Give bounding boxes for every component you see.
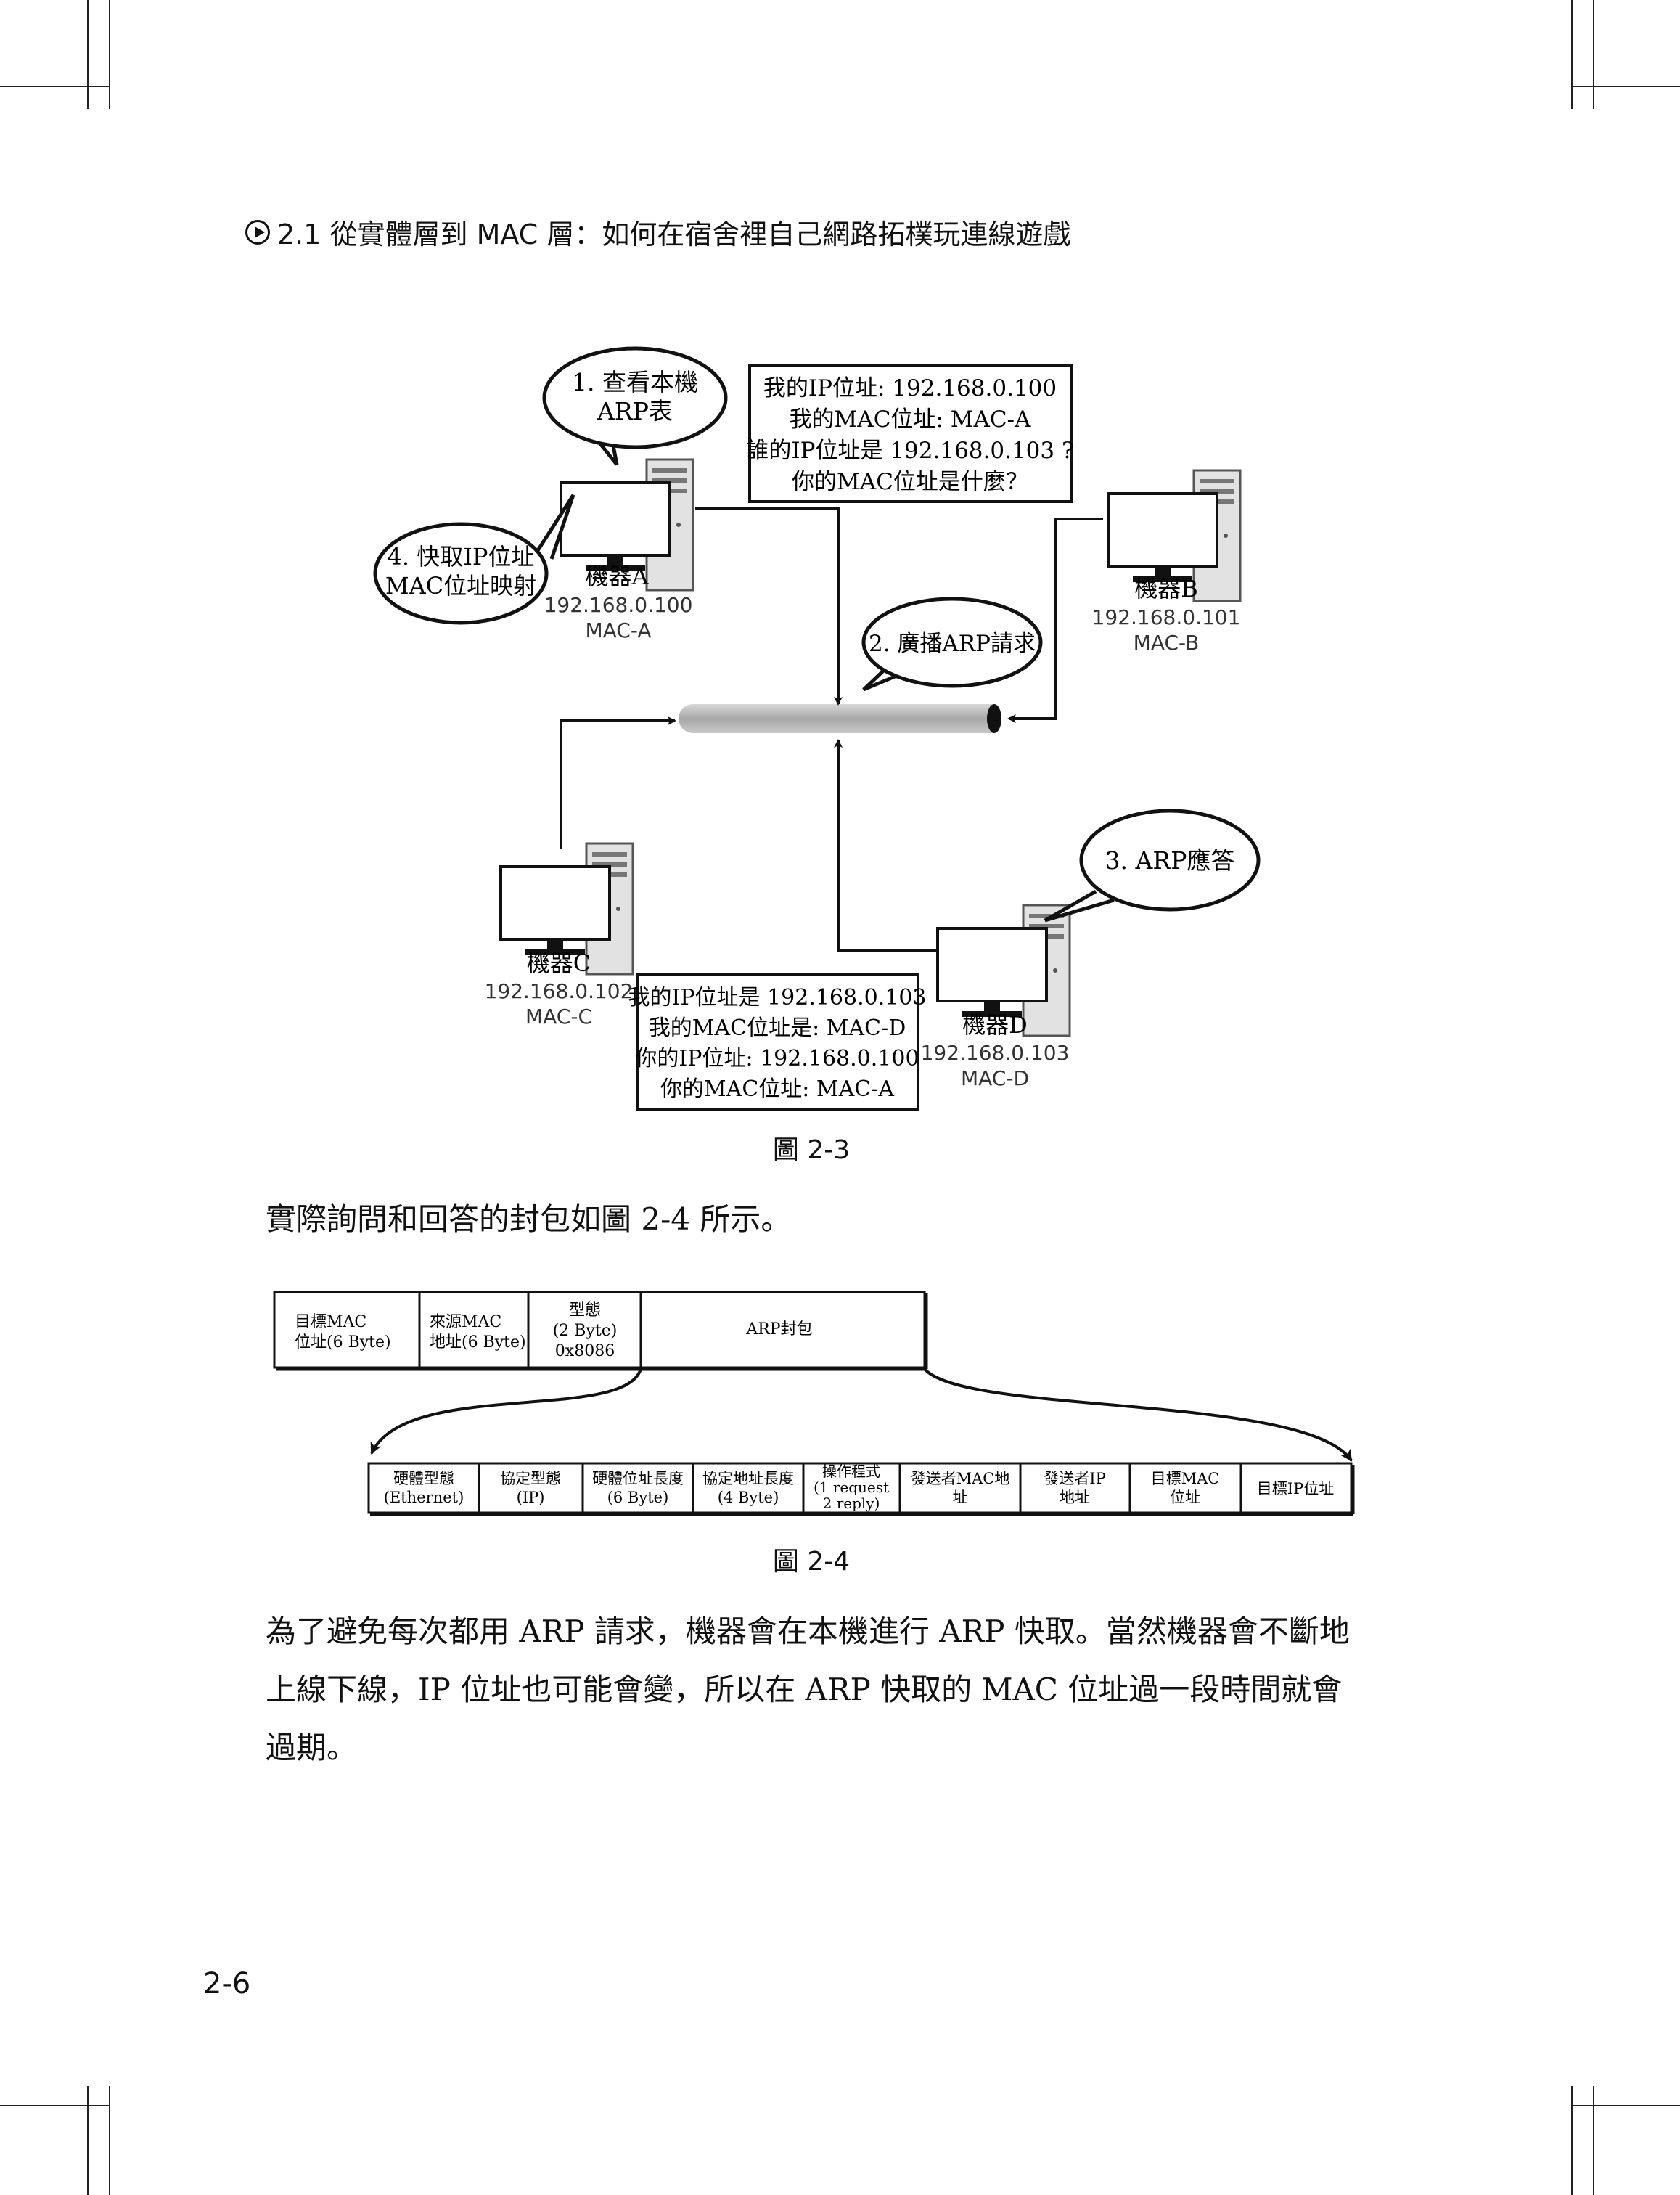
line-a-to-cable: [695, 507, 843, 706]
request-line4: 你的MAC位址是什麼？: [792, 469, 1028, 495]
expand-curve-right: [923, 1368, 1353, 1462]
crop-mark: [109, 0, 110, 109]
arp-field-2-line1: 協定型態: [500, 1470, 561, 1487]
crop-mark: [1571, 2086, 1573, 2195]
arp-field-5-line2: (1 request: [814, 1479, 889, 1496]
frame-field-1-line2: 位址(6 Byte): [295, 1333, 391, 1352]
arp-field-5-line1: 操作程式: [822, 1463, 880, 1480]
bubble1: [542, 346, 728, 449]
crop-mark: [1571, 0, 1573, 109]
bubble3-text: 3. ARP應答: [1105, 846, 1235, 875]
reply-line1: 我的IP位址是 192.168.0.103: [628, 985, 926, 1010]
frame-field-1-line1: 目標MAC: [295, 1313, 366, 1331]
bubble1-line2: ARP表: [597, 397, 673, 425]
machine-b-mac: MAC-B: [1134, 631, 1200, 655]
machine-b-name: 機器B: [1134, 575, 1198, 602]
paragraph-2: 為了避免每次都用 ARP 請求，機器會在本機進行 ARP 快取。當然機器會不斷地…: [266, 1614, 1350, 1765]
machine-c-name: 機器C: [527, 949, 591, 977]
machine-c-mac: MAC-C: [525, 1005, 592, 1029]
frame-field-2-line2: 地址(6 Byte): [430, 1333, 526, 1352]
arp-field-7-line1: 發送者IP: [1044, 1470, 1105, 1487]
arp-field-6-line1: 發送者MAC地: [911, 1470, 1010, 1487]
line-d-to-cable: [834, 739, 936, 952]
arp-field-1-line2: (Ethernet): [384, 1489, 464, 1506]
machine-d-name: 機器D: [962, 1011, 1028, 1039]
bubble4: [373, 522, 549, 625]
arp-packet-row: [367, 1462, 1355, 1516]
network-cable: [679, 704, 994, 733]
frame-field-4: ARP封包: [745, 1320, 812, 1338]
arp-request-box: [748, 364, 1073, 503]
arp-field-4-line2: (4 Byte): [718, 1489, 779, 1506]
reply-line2: 我的MAC位址是: MAC-D: [649, 1015, 906, 1041]
arp-field-4-line1: 協定地址長度: [702, 1470, 794, 1487]
machine-b-ip: 192.168.0.101: [1092, 605, 1241, 629]
bubble2: [861, 597, 1043, 688]
request-line1: 我的IP位址: 192.168.0.100: [763, 375, 1057, 401]
crop-mark: [1571, 86, 1680, 87]
frame-field-3-line3: 0x8086: [555, 1342, 615, 1360]
machine-c-ip: 192.168.0.102: [485, 979, 634, 1003]
arp-field-7-line2: 地址: [1060, 1489, 1090, 1506]
crop-mark: [109, 2086, 110, 2195]
crop-mark: [1593, 0, 1594, 109]
crop-mark: [1593, 2086, 1594, 2195]
bubble2-text: 2. 廣播ARP請求: [869, 631, 1036, 657]
bubble4-tail: [535, 494, 575, 560]
arp-field-3-line2: (6 Byte): [607, 1489, 669, 1506]
machine-a-name: 機器A: [585, 563, 649, 590]
arp-field-2-line2: (IP): [517, 1489, 545, 1506]
expand-curve-left: [370, 1368, 642, 1455]
header-title: 2.1 從實體層到 MAC 層：如何在宿舍裡自己網路拓樸玩連線遊戲: [277, 218, 1071, 250]
line-b-to-cable: [1007, 518, 1103, 723]
machine-d-mac: MAC-D: [961, 1066, 1029, 1090]
crop-mark: [87, 0, 89, 109]
bubble3: [1079, 809, 1261, 912]
reply-line3: 你的IP位址: 192.168.0.100: [635, 1046, 919, 1071]
cable-end: [987, 704, 1001, 733]
arp-reply-box: [636, 973, 919, 1111]
page-number: 2-6: [203, 1967, 251, 2000]
crop-mark: [87, 2086, 89, 2195]
machine-d-ip: 192.168.0.103: [921, 1041, 1070, 1065]
machine-a-mac: MAC-A: [585, 618, 651, 642]
bubble4-line2: MAC位址映射: [385, 572, 536, 600]
arp-field-6-line2: 址: [953, 1489, 968, 1506]
crop-mark: [0, 2105, 109, 2106]
play-circle-icon: [245, 219, 270, 245]
reply-line4: 你的MAC位址: MAC-A: [660, 1076, 894, 1102]
arp-field-1-line1: 硬體型態: [393, 1470, 454, 1487]
line-c-to-cable: [560, 716, 676, 849]
arp-field-8-line1: 目標MAC: [1151, 1470, 1220, 1487]
paragraph-1: 實際詢問和回答的封包如圖 2-4 所示。: [266, 1201, 792, 1237]
bubble3-tail: [1044, 889, 1115, 923]
bubble4-line1: 4. 快取IP位址: [388, 543, 535, 571]
arp-field-8-line2: 位址: [1170, 1489, 1200, 1506]
arp-field-3-line1: 硬體位址長度: [592, 1470, 684, 1487]
ethernet-frame: [273, 1291, 928, 1371]
figure-2-3-caption: 圖 2-3: [772, 1135, 851, 1165]
request-line3: 誰的IP位址是 192.168.0.103 ?: [746, 438, 1073, 464]
arp-field-5-line3: 2 reply): [823, 1495, 880, 1512]
frame-field-2-line1: 來源MAC: [430, 1313, 501, 1331]
request-line2: 我的MAC位址: MAC-A: [790, 406, 1031, 433]
machine-a-ip: 192.168.0.100: [544, 593, 693, 617]
running-header: 2.1 從實體層到 MAC 層：如何在宿舍裡自己網路拓樸玩連線遊戲: [245, 212, 1070, 252]
frame-field-3-line2: (2 Byte): [553, 1322, 618, 1340]
frame-field-3-line1: 型態: [569, 1301, 601, 1320]
bubble1-line1: 1. 查看本機: [572, 368, 698, 396]
arp-field-9: 目標IP位址: [1257, 1480, 1334, 1497]
figure-2-4-caption: 圖 2-4: [772, 1547, 851, 1577]
crop-mark: [0, 86, 109, 87]
crop-mark: [1571, 2105, 1680, 2106]
